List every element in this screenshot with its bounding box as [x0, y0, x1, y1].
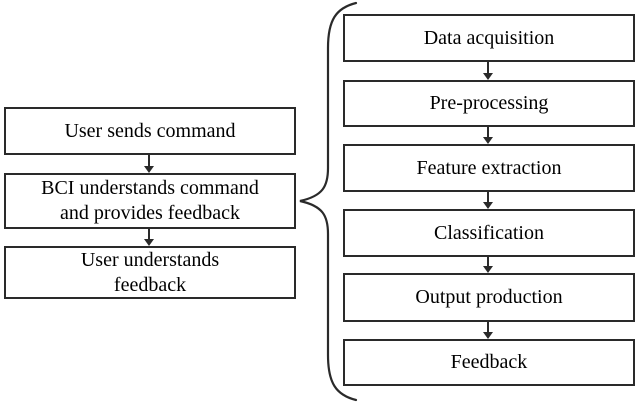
flow-box-bci-understands-command: BCI understands command and provides fee… — [4, 173, 296, 229]
flow-box-feature-extraction: Feature extraction — [343, 144, 635, 192]
flow-box-label: User understands feedback — [80, 248, 220, 296]
down-arrow-icon — [482, 62, 494, 80]
down-arrow-icon — [482, 127, 494, 144]
down-arrow-icon — [143, 229, 155, 246]
arrow-stem — [487, 192, 489, 202]
flow-box-label: Classification — [434, 221, 544, 244]
down-arrow-icon — [482, 322, 494, 339]
arrow-stem — [487, 322, 489, 332]
arrow-head — [483, 202, 493, 209]
flow-box-label: Feature extraction — [416, 156, 562, 179]
arrow-head — [483, 137, 493, 144]
arrow-stem — [487, 127, 489, 137]
arrow-head — [144, 166, 154, 173]
arrow-head — [483, 266, 493, 273]
arrow-stem — [487, 257, 489, 266]
curly-brace — [299, 1, 358, 402]
arrow-stem — [148, 229, 150, 239]
down-arrow-icon — [482, 257, 494, 273]
flow-box-classification: Classification — [343, 209, 635, 257]
flow-box-data-acquisition: Data acquisition — [343, 14, 635, 62]
flow-box-pre-processing: Pre-processing — [343, 80, 635, 127]
flow-box-user-sends-command: User sends command — [4, 107, 296, 155]
arrow-head — [483, 332, 493, 339]
flow-box-label: Output production — [415, 286, 563, 308]
flow-box-label: Pre-processing — [429, 92, 549, 114]
arrow-stem — [148, 155, 150, 166]
arrow-head — [483, 73, 493, 80]
flow-box-label: Feedback — [450, 351, 528, 373]
flow-box-label: BCI understands command and provides fee… — [41, 177, 259, 224]
flow-box-feedback: Feedback — [343, 339, 635, 386]
down-arrow-icon — [143, 155, 155, 173]
arrow-head — [144, 239, 154, 246]
flow-box-user-understands-feedback: User understands feedback — [4, 246, 296, 299]
down-arrow-icon — [482, 192, 494, 209]
flow-box-label: User sends command — [64, 119, 236, 142]
flow-box-output-production: Output production — [343, 273, 635, 322]
flow-box-label: Data acquisition — [423, 26, 555, 49]
arrow-stem — [487, 62, 489, 73]
